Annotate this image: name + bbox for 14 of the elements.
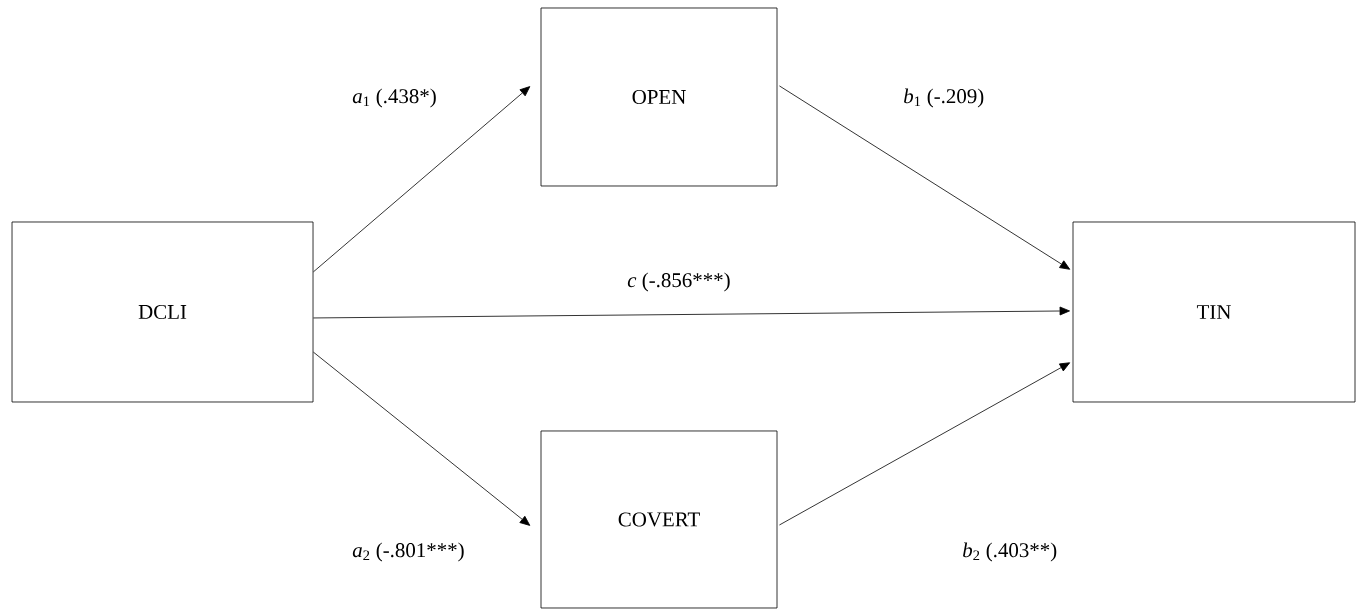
arrow <box>779 362 1071 526</box>
variable-box: OPEN <box>540 7 778 187</box>
variable-box: DCLI <box>11 221 314 403</box>
variable-box: COVERT <box>540 430 778 609</box>
arrow <box>313 86 531 273</box>
edge-label: b$_{2}$ (.403**) <box>960 540 1060 564</box>
edge-label: c (-.856***) <box>625 270 733 294</box>
arrow <box>313 306 1070 319</box>
edge-label: a$_{2}$ (-.801***) <box>350 540 467 564</box>
edge-label: b$_{1}$ (-.209) <box>901 86 987 110</box>
variable-box: TIN <box>1072 221 1356 403</box>
arrow <box>779 85 1071 270</box>
arrow <box>313 351 531 526</box>
edge-label: a$_{1}$ (.438*) <box>350 86 439 110</box>
